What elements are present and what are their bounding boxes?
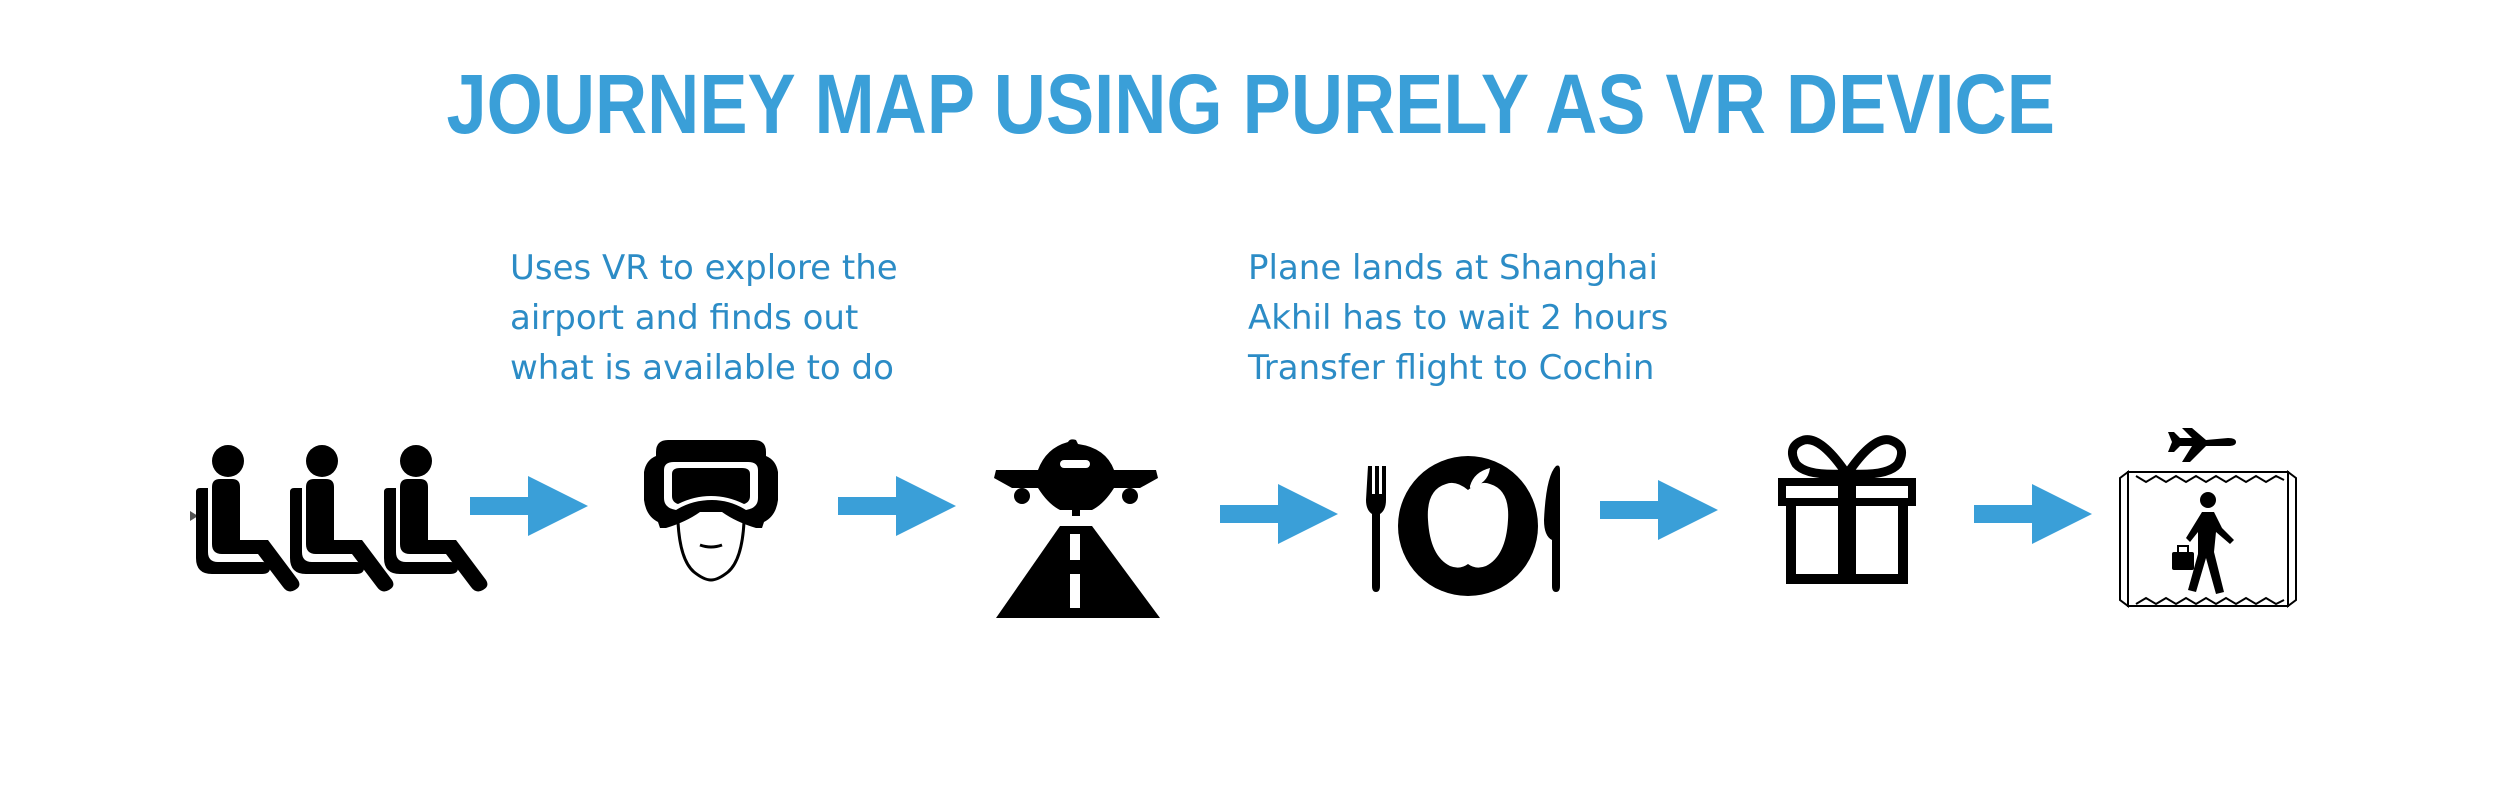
flow-arrow [470, 476, 588, 536]
dining-icon [1366, 456, 1560, 596]
flow-arrow [1600, 480, 1718, 540]
annotation-line: airport and finds out [510, 298, 859, 338]
waiting-seats-icon [196, 445, 488, 592]
annotation-plane-lands: Plane lands at Shanghai Akhil has to wai… [1248, 243, 1668, 393]
annotation-line: Uses VR to explore the [510, 248, 898, 288]
annotation-vr-explore: Uses VR to explore the airport and finds… [510, 243, 898, 393]
plane-landing-icon [994, 439, 1160, 618]
cursor-mark [190, 511, 198, 521]
vr-headset-icon [644, 440, 778, 582]
page-title: JOURNEY MAP USING PURELY AS VR DEVICE [446, 57, 2055, 151]
departure-gate-icon [2119, 428, 2297, 608]
plane-icon [2168, 428, 2236, 462]
flow-arrow [1220, 484, 1338, 544]
annotation-line: Transfer flight to Cochin [1248, 348, 1655, 388]
traveller-icon [2172, 492, 2234, 594]
annotation-line: Plane lands at Shanghai [1248, 248, 1658, 288]
flow-arrow [1974, 484, 2092, 544]
flow-arrow [838, 476, 956, 536]
annotation-line: what is available to do [510, 348, 894, 388]
gift-icon [1778, 435, 1916, 584]
annotation-line: Akhil has to wait 2 hours [1248, 298, 1669, 338]
